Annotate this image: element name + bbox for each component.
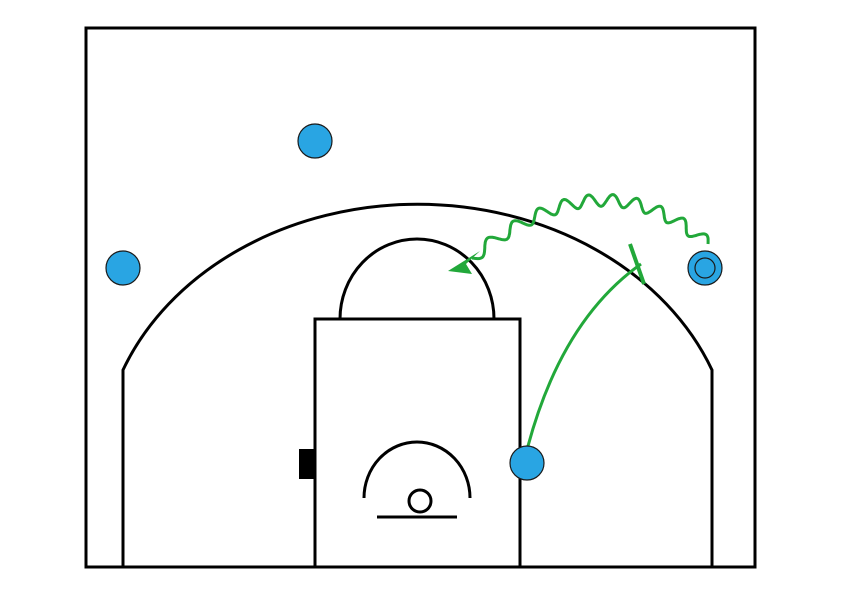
right-wing-player[interactable] [687,250,723,286]
right-block-player[interactable] [509,445,545,481]
restricted-area-arc [362,440,472,499]
ball-icon [694,257,716,279]
screen-path [526,262,642,447]
screen-bar-icon [628,243,646,285]
lane-marker [299,449,316,479]
basket-rim [407,488,433,514]
actions [471,193,710,447]
top-wing-player[interactable] [297,123,333,159]
free-throw-semicircle [338,237,496,320]
half-court [84,26,757,569]
players [105,123,723,481]
left-wing-player[interactable] [105,250,141,286]
dribble-path [471,193,710,261]
key-paint [313,317,522,569]
court-boundary [84,26,757,569]
arrow-head-icon [448,251,480,274]
three-point-line [121,202,714,567]
